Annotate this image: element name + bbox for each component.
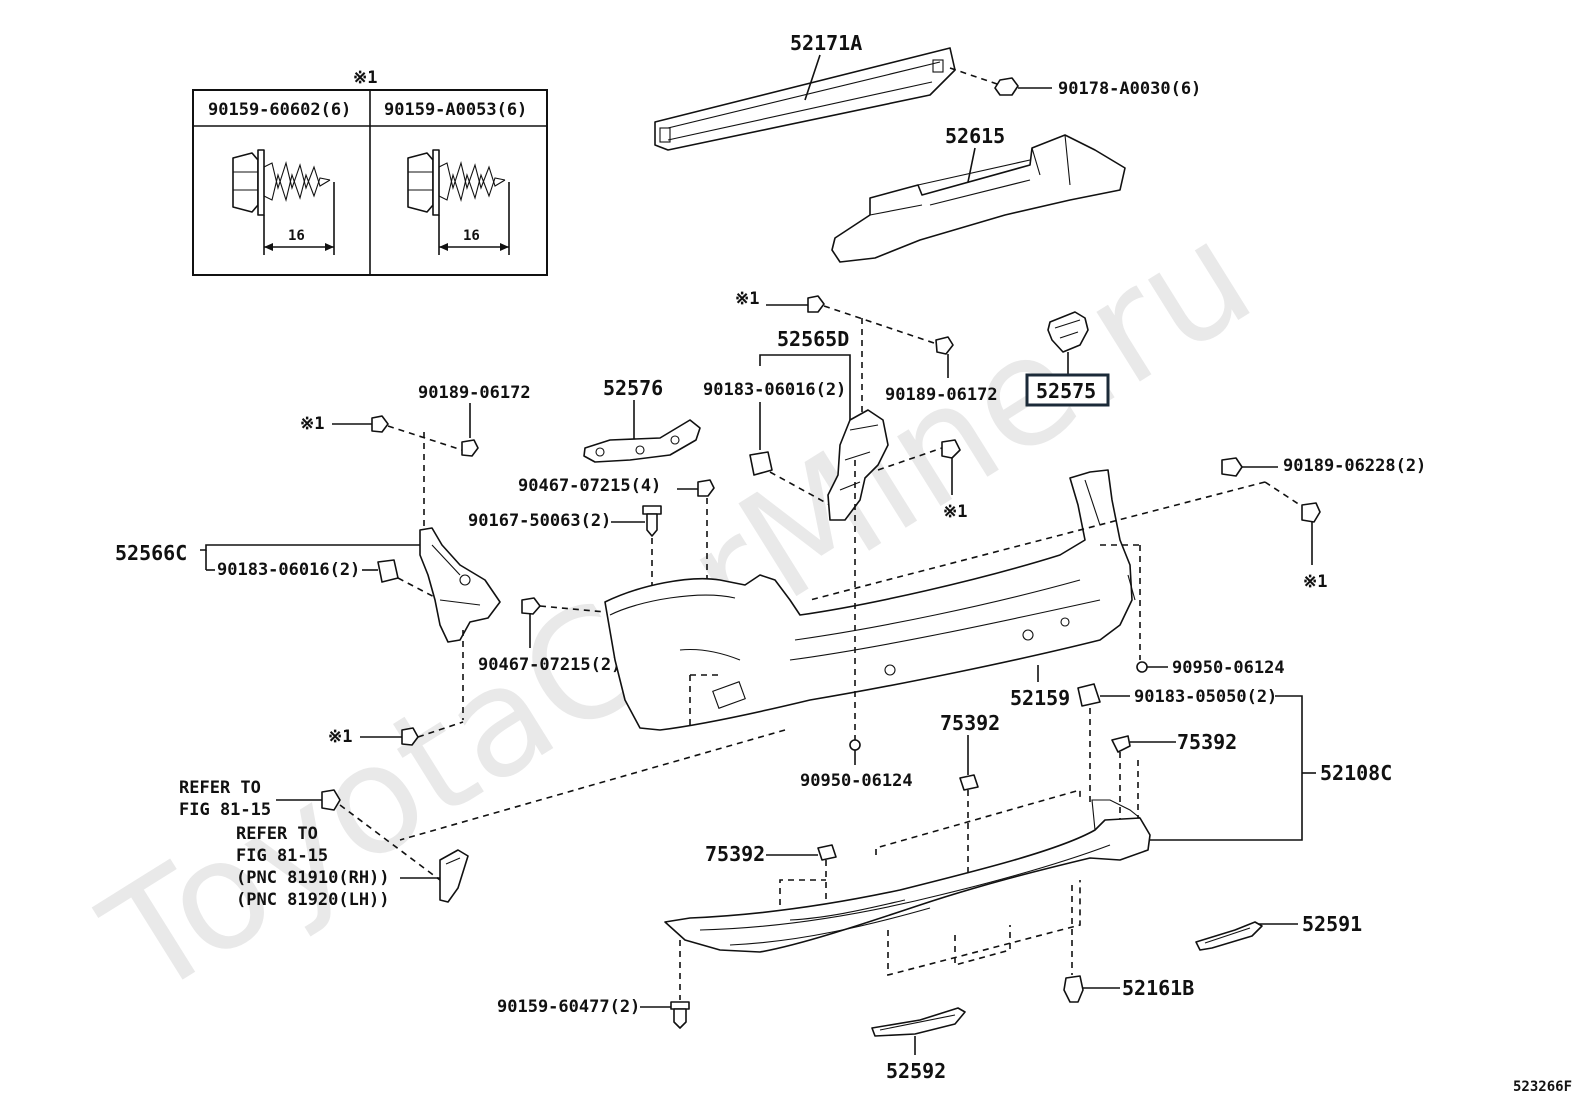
- inset-left-part: 90159-60602(6): [208, 100, 351, 120]
- inset-right-part: 90159-A0053(6): [384, 100, 527, 120]
- screw-90167-icon: [642, 505, 662, 537]
- reflector-52591-icon: [1195, 921, 1263, 951]
- refer-b-line4: (PNC 81920(LH)): [236, 890, 390, 910]
- label-90950-06124-right: 90950-06124: [1172, 658, 1285, 678]
- label-90189-06228: 90189-06228(2): [1283, 456, 1426, 476]
- inset-right-dimension: 16: [463, 228, 480, 244]
- note-mark-5: ※1: [1303, 572, 1327, 592]
- label-90159-60477: 90159-60477(2): [497, 997, 640, 1017]
- side-bracket-rh-icon: [827, 409, 889, 521]
- refer-a-line1: REFER TO: [179, 778, 261, 798]
- note-mark-3: ※1: [300, 414, 324, 434]
- label-90183-06016-mid: 90183-06016(2): [703, 380, 846, 400]
- label-90950-06124-center: 90950-06124: [800, 771, 913, 791]
- label-90467-07215-left: 90467-07215(2): [478, 655, 621, 675]
- label-75392-left: 75392: [705, 842, 765, 866]
- label-52615: 52615: [945, 124, 1005, 148]
- label-75392-top: 75392: [940, 711, 1000, 735]
- label-90167-50063: 90167-50063(2): [468, 511, 611, 531]
- bracket-52576-icon: [583, 419, 701, 463]
- label-52108C: 52108C: [1320, 761, 1392, 785]
- refer-b-line1: REFER TO: [236, 824, 318, 844]
- retainer-52575-icon: [1047, 311, 1089, 353]
- label-52159: 52159: [1010, 686, 1070, 710]
- reflector-52592-icon: [871, 1007, 966, 1037]
- note-mark-1: ※1: [735, 289, 759, 309]
- reflector-icon: [439, 849, 469, 903]
- label-90183-06016-left: 90183-06016(2): [217, 560, 360, 580]
- inset-left-dimension: 16: [288, 228, 305, 244]
- label-52575[interactable]: 52575: [1036, 379, 1096, 403]
- refer-b-line2: FIG 81-15: [236, 846, 328, 866]
- refer-b-line3: (PNC 81910(RH)): [236, 868, 390, 888]
- label-52566C: 52566C: [115, 541, 187, 565]
- lower-diffuser-icon: [664, 799, 1151, 953]
- bolt-inset: ※1 90159-60602(6) 90159-A0053(6) 16: [192, 68, 548, 276]
- bolt-left-icon: [232, 149, 335, 255]
- inset-note: ※1: [353, 68, 377, 88]
- label-90189-06172-left: 90189-06172: [418, 383, 531, 403]
- bolt-right-icon: [407, 149, 510, 255]
- label-52565D: 52565D: [777, 327, 849, 351]
- label-52592: 52592: [886, 1059, 946, 1083]
- figure-code: 523266F: [1513, 1079, 1572, 1095]
- label-75392-right: 75392: [1177, 730, 1237, 754]
- bumper-cover-icon: [604, 469, 1136, 731]
- label-52161B: 52161B: [1122, 976, 1194, 1000]
- screw-90159-60477-icon: [670, 1001, 690, 1029]
- energy-absorber-icon: [831, 134, 1126, 263]
- label-52591: 52591: [1302, 912, 1362, 936]
- note-mark-4: ※1: [328, 727, 352, 747]
- side-bracket-lh-icon: [419, 527, 501, 643]
- highlighted-part-box[interactable]: [1025, 373, 1110, 407]
- label-90189-06172-mid: 90189-06172: [885, 385, 998, 405]
- label-52576: 52576: [603, 376, 663, 400]
- label-90178-A0030: 90178-A0030(6): [1058, 79, 1201, 99]
- label-90467-07215-top: 90467-07215(4): [518, 476, 661, 496]
- label-90183-05050: 90183-05050(2): [1134, 687, 1277, 707]
- label-52171A: 52171A: [790, 31, 862, 55]
- refer-a-line2: FIG 81-15: [179, 800, 271, 820]
- note-mark-2: ※1: [943, 502, 967, 522]
